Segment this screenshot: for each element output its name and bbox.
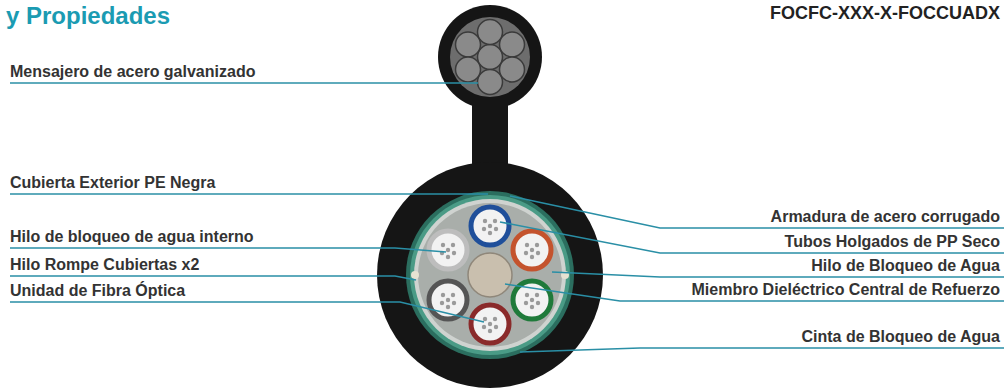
section-title: y Propiedades xyxy=(6,2,170,30)
callout-label: Armadura de acero corrugado xyxy=(771,207,1000,226)
callout-label: Cinta de Bloqueo de Agua xyxy=(801,327,1000,346)
callout-label: Cubierta Exterior PE Negra xyxy=(10,173,215,192)
leader-line xyxy=(10,276,416,280)
leader-line xyxy=(10,302,484,322)
leader-line xyxy=(10,82,478,84)
callout-label: Tubos Holgados de PP Seco xyxy=(785,232,1000,251)
callout-label: Miembro Dieléctrico Central de Refuerzo xyxy=(691,280,1000,299)
leader-line xyxy=(10,193,488,195)
callout-label: Hilo Rompe Cubiertas x2 xyxy=(10,255,199,274)
leader-line xyxy=(520,348,1004,352)
callout-label: Mensajero de acero galvanizado xyxy=(10,62,255,81)
leader-line xyxy=(510,196,1004,228)
callout-label: Hilo de bloqueo de agua interno xyxy=(10,227,254,246)
leader-line xyxy=(10,248,446,252)
callout-label: Unidad de Fibra Óptica xyxy=(10,281,185,300)
callout-label: Hilo de Bloqueo de Agua xyxy=(811,256,1000,275)
product-code: FOCFC-XXX-X-FOCCUADX xyxy=(770,4,1000,23)
leader-line xyxy=(500,222,1004,253)
